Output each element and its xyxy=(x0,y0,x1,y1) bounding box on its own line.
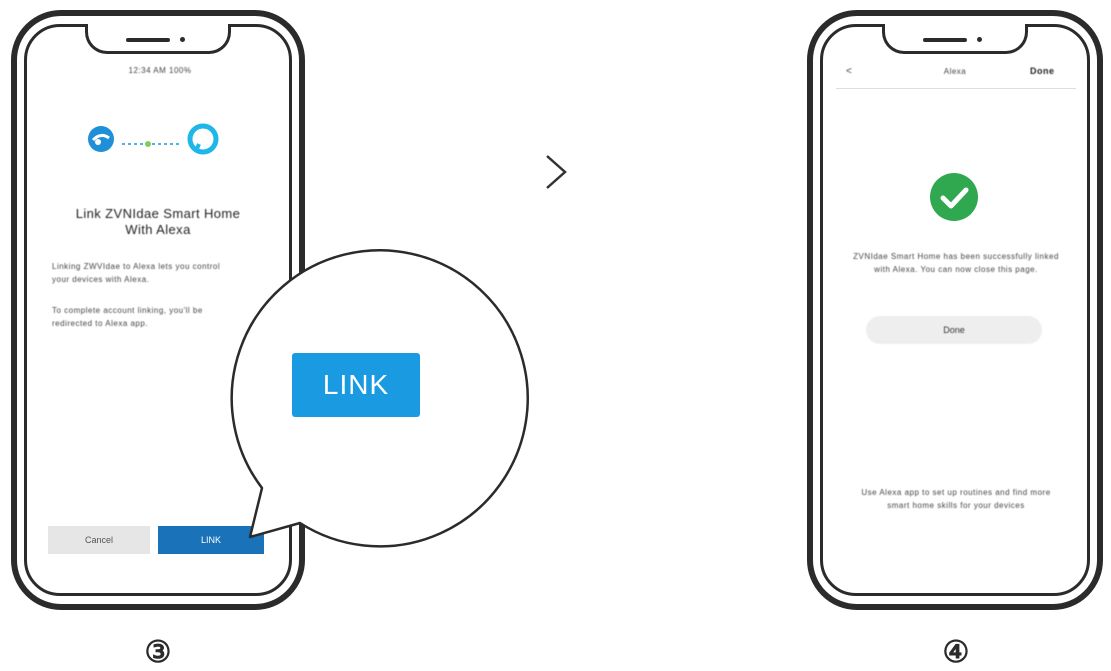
header-divider xyxy=(836,88,1076,89)
footer-note-line: Use Alexa app to set up routines and fin… xyxy=(861,488,1051,497)
success-message-line: ZVNIdae Smart Home has been successfully… xyxy=(853,252,1059,261)
step-number-4: ④ xyxy=(942,635,970,669)
back-button[interactable]: < xyxy=(846,66,853,77)
header-title: Alexa xyxy=(943,67,967,76)
cancel-button[interactable]: Cancel xyxy=(48,526,150,554)
description-line: your devices with Alexa. xyxy=(52,275,150,284)
done-header-button[interactable]: Done xyxy=(1030,66,1055,76)
done-button[interactable]: Done xyxy=(866,316,1042,344)
link-button-zoomed[interactable]: LINK xyxy=(292,353,420,417)
step-number-3: ③ xyxy=(144,635,172,669)
description-line: redirected to Alexa app. xyxy=(52,319,149,328)
blue-globe-icon xyxy=(86,124,116,154)
link-dots-icon xyxy=(122,135,182,147)
link-button-small[interactable]: LINK xyxy=(158,526,264,554)
green-check-circle-icon xyxy=(929,172,979,222)
description-line: To complete account linking, you'll be xyxy=(52,306,203,315)
description-line: Linking ZWVIdae to Alexa lets you contro… xyxy=(52,262,221,271)
status-bar-time: 12:34 AM 100% xyxy=(128,66,192,75)
footer-note-line: smart home skills for your devices xyxy=(887,501,1025,510)
link-title: Link ZVNIdae Smart Home With Alexa xyxy=(75,206,241,237)
chevron-right-icon xyxy=(543,152,569,192)
alexa-ring-icon xyxy=(186,122,220,156)
success-message-line: with Alexa. You can now close this page. xyxy=(874,265,1038,274)
